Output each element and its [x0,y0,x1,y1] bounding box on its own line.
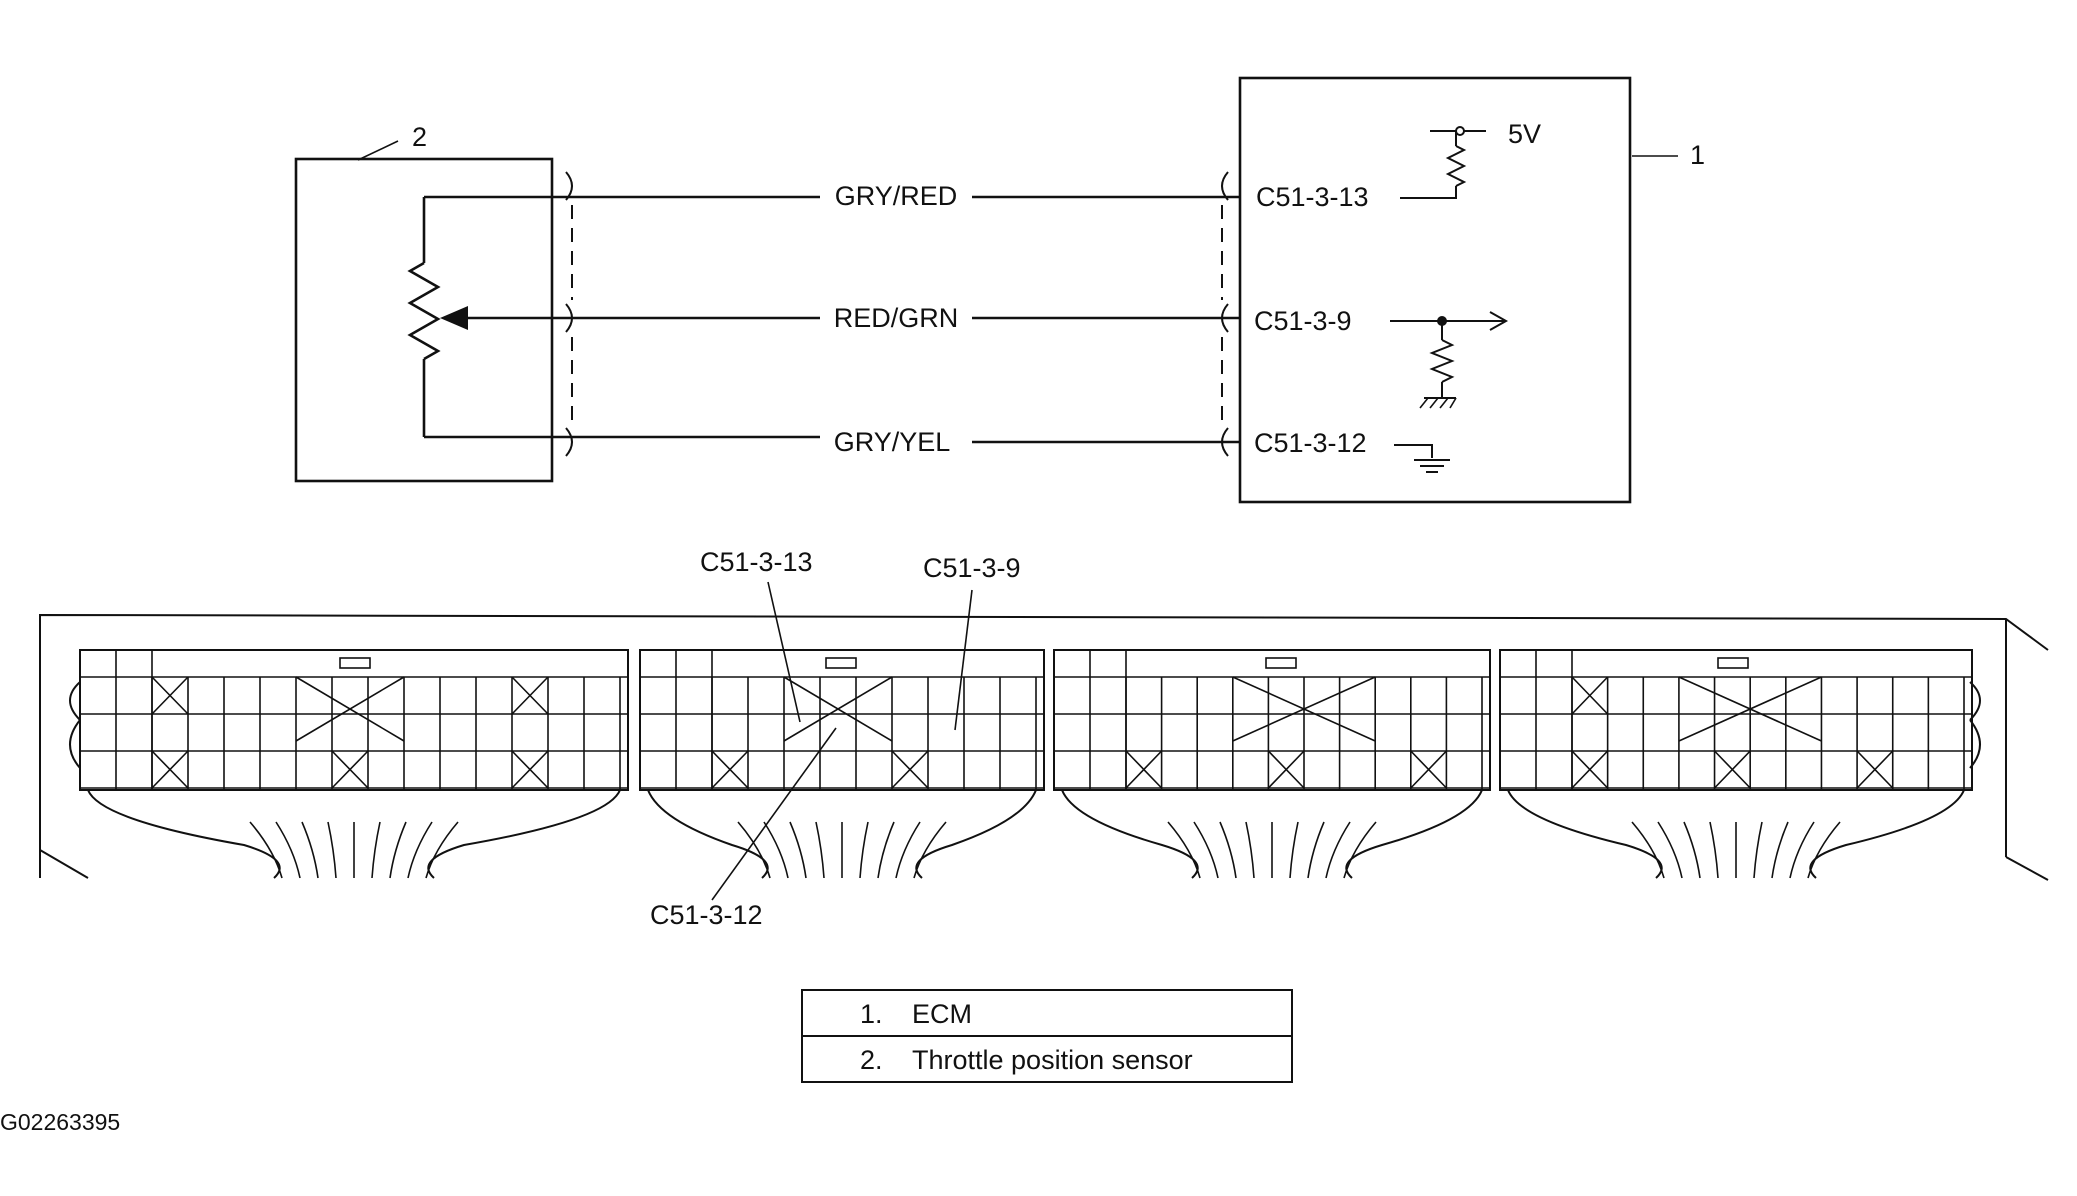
connector-block [1499,649,1973,879]
connector-pin-callouts: C51-3-13 C51-3-9 C51-3-12 [650,547,1021,930]
throttle-position-sensor-box [294,157,554,483]
connector-block [639,649,1045,879]
connector-pin-label: C51-3-13 [700,547,813,577]
wire-color-label: GRY/RED [835,181,958,211]
wire-gry-red: GRY/RED [424,181,1240,211]
schematic: 2 GRY/RED [294,76,1705,504]
legend-text: Throttle position sensor [912,1045,1193,1075]
figure-id: G02263395 [0,1109,120,1135]
ecm-pin-label: C51-3-9 [1254,306,1352,336]
ecm-connector [1221,171,1229,457]
wire-red-grn: RED/GRN [468,303,1240,333]
ecm-pin-label: C51-3-12 [1254,428,1367,458]
pull-up-resistor: 5V [1400,119,1541,199]
ecm-callout-number: 1 [1690,140,1705,170]
wire-color-label: RED/GRN [834,303,959,333]
ecm-pin-label: C51-3-13 [1256,182,1369,212]
legend-text: ECM [912,999,972,1029]
wiper-arrow-icon [440,306,468,330]
legend-number: 2. [860,1045,883,1075]
legend-number: 1. [860,999,883,1029]
connector-block [79,649,629,879]
connector-pin-label: C51-3-12 [650,900,763,930]
wire-gry-yel: GRY/YEL [424,427,1240,457]
connector-pin-label: C51-3-9 [923,553,1021,583]
sensor-callout-number: 2 [412,122,427,152]
ecm-connector-face-view [39,613,2049,881]
sensor-connector [565,171,573,457]
ground-icon [1394,444,1450,473]
wire-color-label: GRY/YEL [834,427,951,457]
potentiometer-symbol [407,197,468,437]
ecm-box [1238,76,1632,504]
supply-voltage-label: 5V [1508,119,1541,149]
connector-block [1053,649,1491,879]
signal-input [1390,311,1509,409]
legend-table: 1. ECM 2. Throttle position sensor [801,989,1293,1083]
